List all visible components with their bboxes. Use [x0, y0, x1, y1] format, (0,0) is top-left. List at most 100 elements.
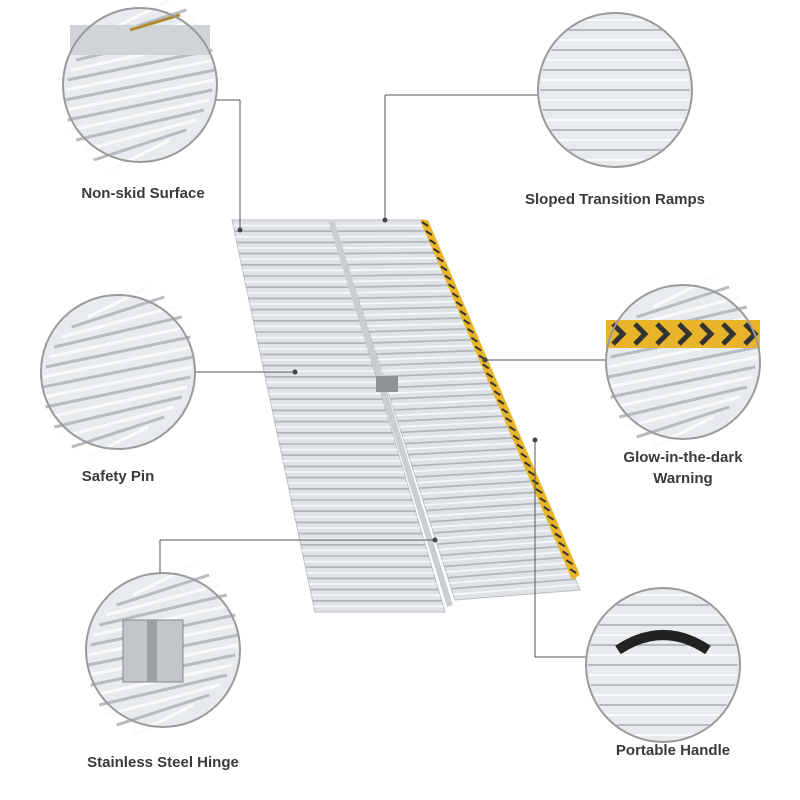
detail-handle-grip	[615, 630, 711, 655]
ramp-slat	[392, 398, 501, 406]
center-rail	[328, 219, 453, 607]
ramp-slat	[424, 496, 542, 506]
detail-slat	[64, 68, 216, 102]
right-ramp-panel	[332, 219, 581, 601]
leader-dot	[482, 357, 488, 363]
ramp-slat	[410, 453, 524, 462]
warning-chevron	[486, 372, 494, 379]
leader-dot	[532, 437, 538, 443]
ramp-slat	[442, 551, 565, 562]
ramp-slat	[347, 262, 444, 266]
ramp-slat	[365, 317, 467, 322]
ramp-slat	[383, 371, 489, 378]
ramp-slat	[437, 534, 558, 545]
detail-slat	[65, 78, 215, 112]
detail-border	[537, 12, 693, 168]
detail-slat	[75, 108, 205, 142]
warning-chevron	[543, 505, 551, 512]
ramp-slat	[377, 355, 483, 361]
detail-slat	[132, 703, 194, 737]
detail-slat	[42, 355, 194, 389]
non-skid-detail-circle	[62, 0, 218, 172]
label-glow-in-the-dark-warning: Glow-in-the-dark Warning	[623, 447, 742, 489]
warning-chevron	[474, 345, 482, 352]
center-hinge	[376, 376, 398, 392]
warning-chevron	[448, 283, 456, 290]
warning-chevron	[524, 461, 532, 468]
ramp-slat	[358, 295, 457, 300]
detail-border	[585, 587, 741, 743]
ramp-slat	[395, 409, 505, 417]
warning-chevron	[421, 221, 429, 227]
ramp-slat	[402, 431, 514, 439]
detail-slat	[61, 305, 175, 339]
detail-slat	[53, 315, 183, 349]
ramp-slat	[401, 425, 512, 434]
detail-slat	[87, 285, 149, 319]
detail-slat	[70, 98, 210, 132]
ramp-slat	[349, 268, 446, 272]
ramp-slat	[429, 513, 549, 523]
label-non-skid-surface: Non-skid Surface	[81, 185, 205, 202]
detail-slat	[109, 138, 171, 172]
ramp-slat	[451, 578, 576, 590]
ramp-slat	[420, 485, 537, 495]
ramp-slat	[440, 545, 562, 557]
ramp-slat	[390, 393, 498, 400]
ramp-slat	[367, 322, 469, 327]
detail-slat	[618, 385, 748, 419]
detail-chevron	[611, 322, 627, 346]
warning-chevron	[425, 230, 433, 236]
label-stainless-steel-hinge: Stainless Steel Hinge	[87, 754, 239, 771]
detail-warning-strip	[606, 320, 760, 348]
warning-chevron	[558, 541, 566, 548]
ramp-slat	[415, 469, 530, 478]
detail-slat	[98, 673, 228, 707]
detail-slat	[65, 58, 215, 92]
detail-slat	[61, 405, 175, 439]
leader-dot	[292, 369, 298, 375]
ramp-slat	[444, 556, 567, 568]
warning-chevron	[562, 550, 570, 557]
detail-panel-edge	[70, 25, 210, 55]
ramp-slat	[453, 583, 578, 596]
ramp-slat	[445, 561, 569, 573]
detail-slat	[608, 355, 758, 389]
warning-chevron	[463, 319, 471, 325]
ramp-slat	[372, 338, 476, 344]
ramp-slat	[340, 240, 435, 244]
detail-border	[85, 572, 241, 728]
leader-dot	[432, 537, 438, 543]
warning-chevron	[546, 514, 554, 521]
warning-chevron	[493, 390, 501, 396]
warning-chevron	[451, 292, 459, 299]
ramp-slat	[438, 540, 560, 551]
ramp-slat	[393, 404, 503, 411]
warning-chevron	[436, 256, 444, 263]
label-line2: Warning	[653, 470, 713, 487]
detail-slat	[613, 375, 753, 409]
ramp-slat	[352, 279, 451, 283]
detail-chevron	[677, 322, 693, 346]
detail-border	[605, 284, 761, 440]
warning-chevron	[569, 568, 577, 574]
ramp-slat	[399, 420, 510, 428]
ramp-slat	[447, 567, 571, 579]
ramp-slat	[350, 273, 448, 277]
ramp-slat	[343, 251, 439, 255]
warning-chevron	[501, 408, 509, 414]
ramp-slat	[408, 447, 521, 456]
warning-chevron	[497, 399, 505, 405]
ramp-slat	[341, 246, 437, 249]
ramp-slat	[345, 257, 441, 260]
detail-slat	[626, 395, 740, 429]
detail-chevron	[699, 322, 715, 346]
hinge-detail-circle	[85, 563, 241, 737]
ramp-slat	[363, 311, 464, 316]
warning-chevron	[432, 247, 440, 254]
ramp-slat	[370, 333, 473, 339]
leader-dot	[237, 227, 243, 233]
label-safety-pin: Safety Pin	[81, 468, 155, 485]
detail-chevron	[655, 322, 671, 346]
